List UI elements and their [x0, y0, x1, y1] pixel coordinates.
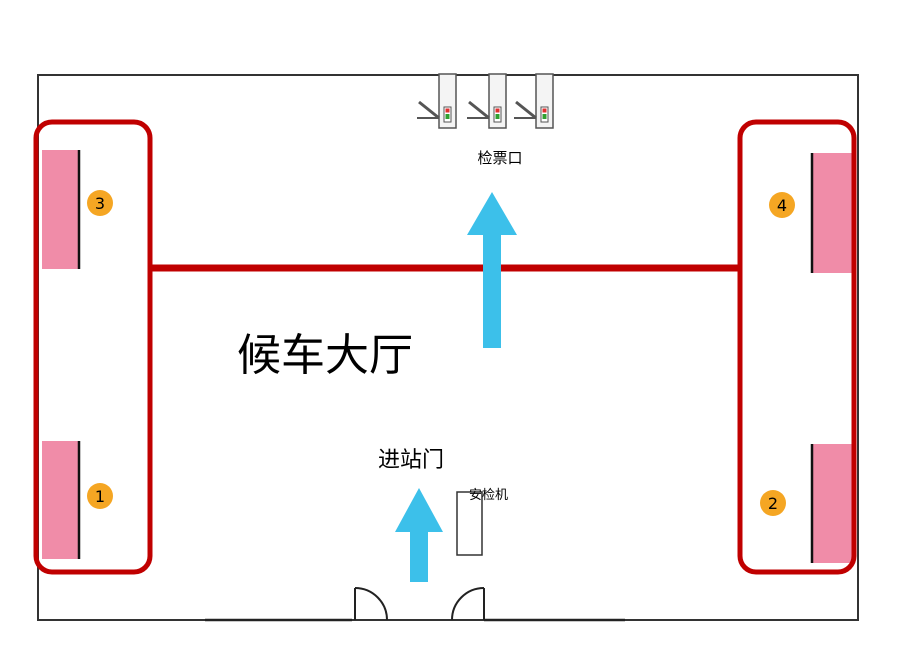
entrance-label: 进站门 [378, 448, 444, 473]
route-left-loop [33, 119, 153, 575]
svg-text:2: 2 [768, 494, 778, 513]
security-machine-label: 安检机 [469, 488, 508, 503]
bench-area-1 [42, 441, 79, 559]
security-machine [456, 491, 483, 556]
bench-area-4 [812, 153, 852, 273]
ticket-gate-group [417, 73, 554, 129]
turnstile-1 [417, 73, 457, 129]
route-right-loop [737, 119, 857, 575]
bench-badge-2: 2 [760, 490, 786, 516]
ticket-gate-label: 检票口 [477, 149, 522, 167]
bench-badge-4: 4 [769, 192, 795, 218]
entrance-door-left [354, 587, 388, 621]
arrow-to-ticket-gate [467, 192, 517, 348]
waiting-hall-label: 候车大厅 [237, 330, 413, 381]
bench-badge-3: 3 [87, 190, 113, 216]
entrance-door-right [451, 587, 485, 621]
bench-badge-1: 1 [87, 483, 113, 509]
turnstile-2 [467, 73, 507, 129]
svg-text:4: 4 [777, 196, 787, 215]
bench-area-2 [812, 444, 852, 563]
svg-text:1: 1 [95, 487, 105, 506]
svg-text:3: 3 [95, 194, 105, 213]
arrow-from-entrance [395, 488, 443, 582]
turnstile-3 [514, 73, 554, 129]
station-outline [37, 74, 859, 621]
bench-area-3 [42, 150, 79, 269]
